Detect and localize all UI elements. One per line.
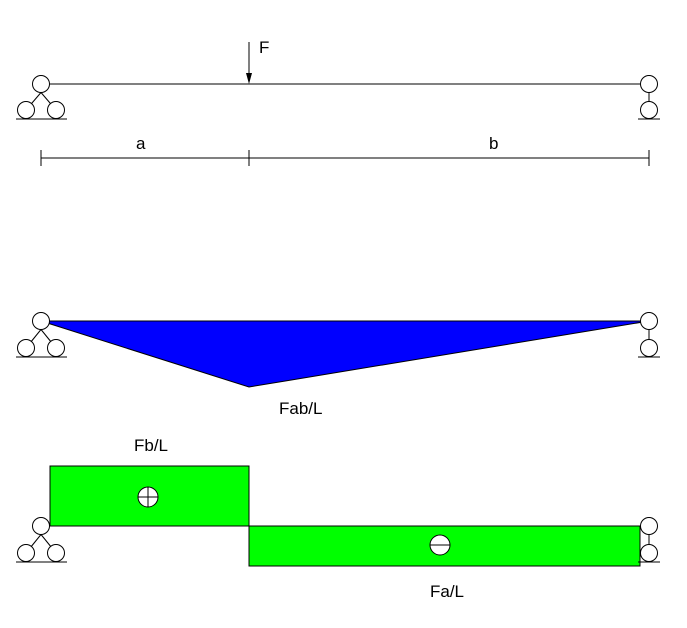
dimension-line — [40, 150, 650, 166]
pinned-support-left-moment — [16, 312, 67, 358]
plus-sign-icon — [137, 486, 159, 508]
force-label: F — [259, 38, 269, 57]
moment-diagram: Fab/L — [16, 312, 660, 418]
moment-area — [40, 320, 650, 388]
moment-max-label: Fab/L — [279, 399, 322, 418]
pinned-support-left — [16, 75, 67, 120]
roller-support-right-shear — [638, 517, 660, 563]
loaded-beam: F a b — [16, 38, 660, 166]
roller-support-right-moment — [638, 312, 660, 358]
pinned-support-left-shear — [16, 517, 67, 563]
span-a-label: a — [136, 134, 146, 153]
span-b-label: b — [489, 134, 498, 153]
roller-support-right — [638, 75, 660, 120]
shear-right-label: Fa/L — [430, 582, 464, 601]
minus-sign-icon — [429, 534, 451, 556]
shear-left-label: Fb/L — [134, 436, 168, 455]
point-load-arrow — [246, 42, 252, 84]
shear-diagram: Fb/L Fa/L — [16, 436, 660, 601]
